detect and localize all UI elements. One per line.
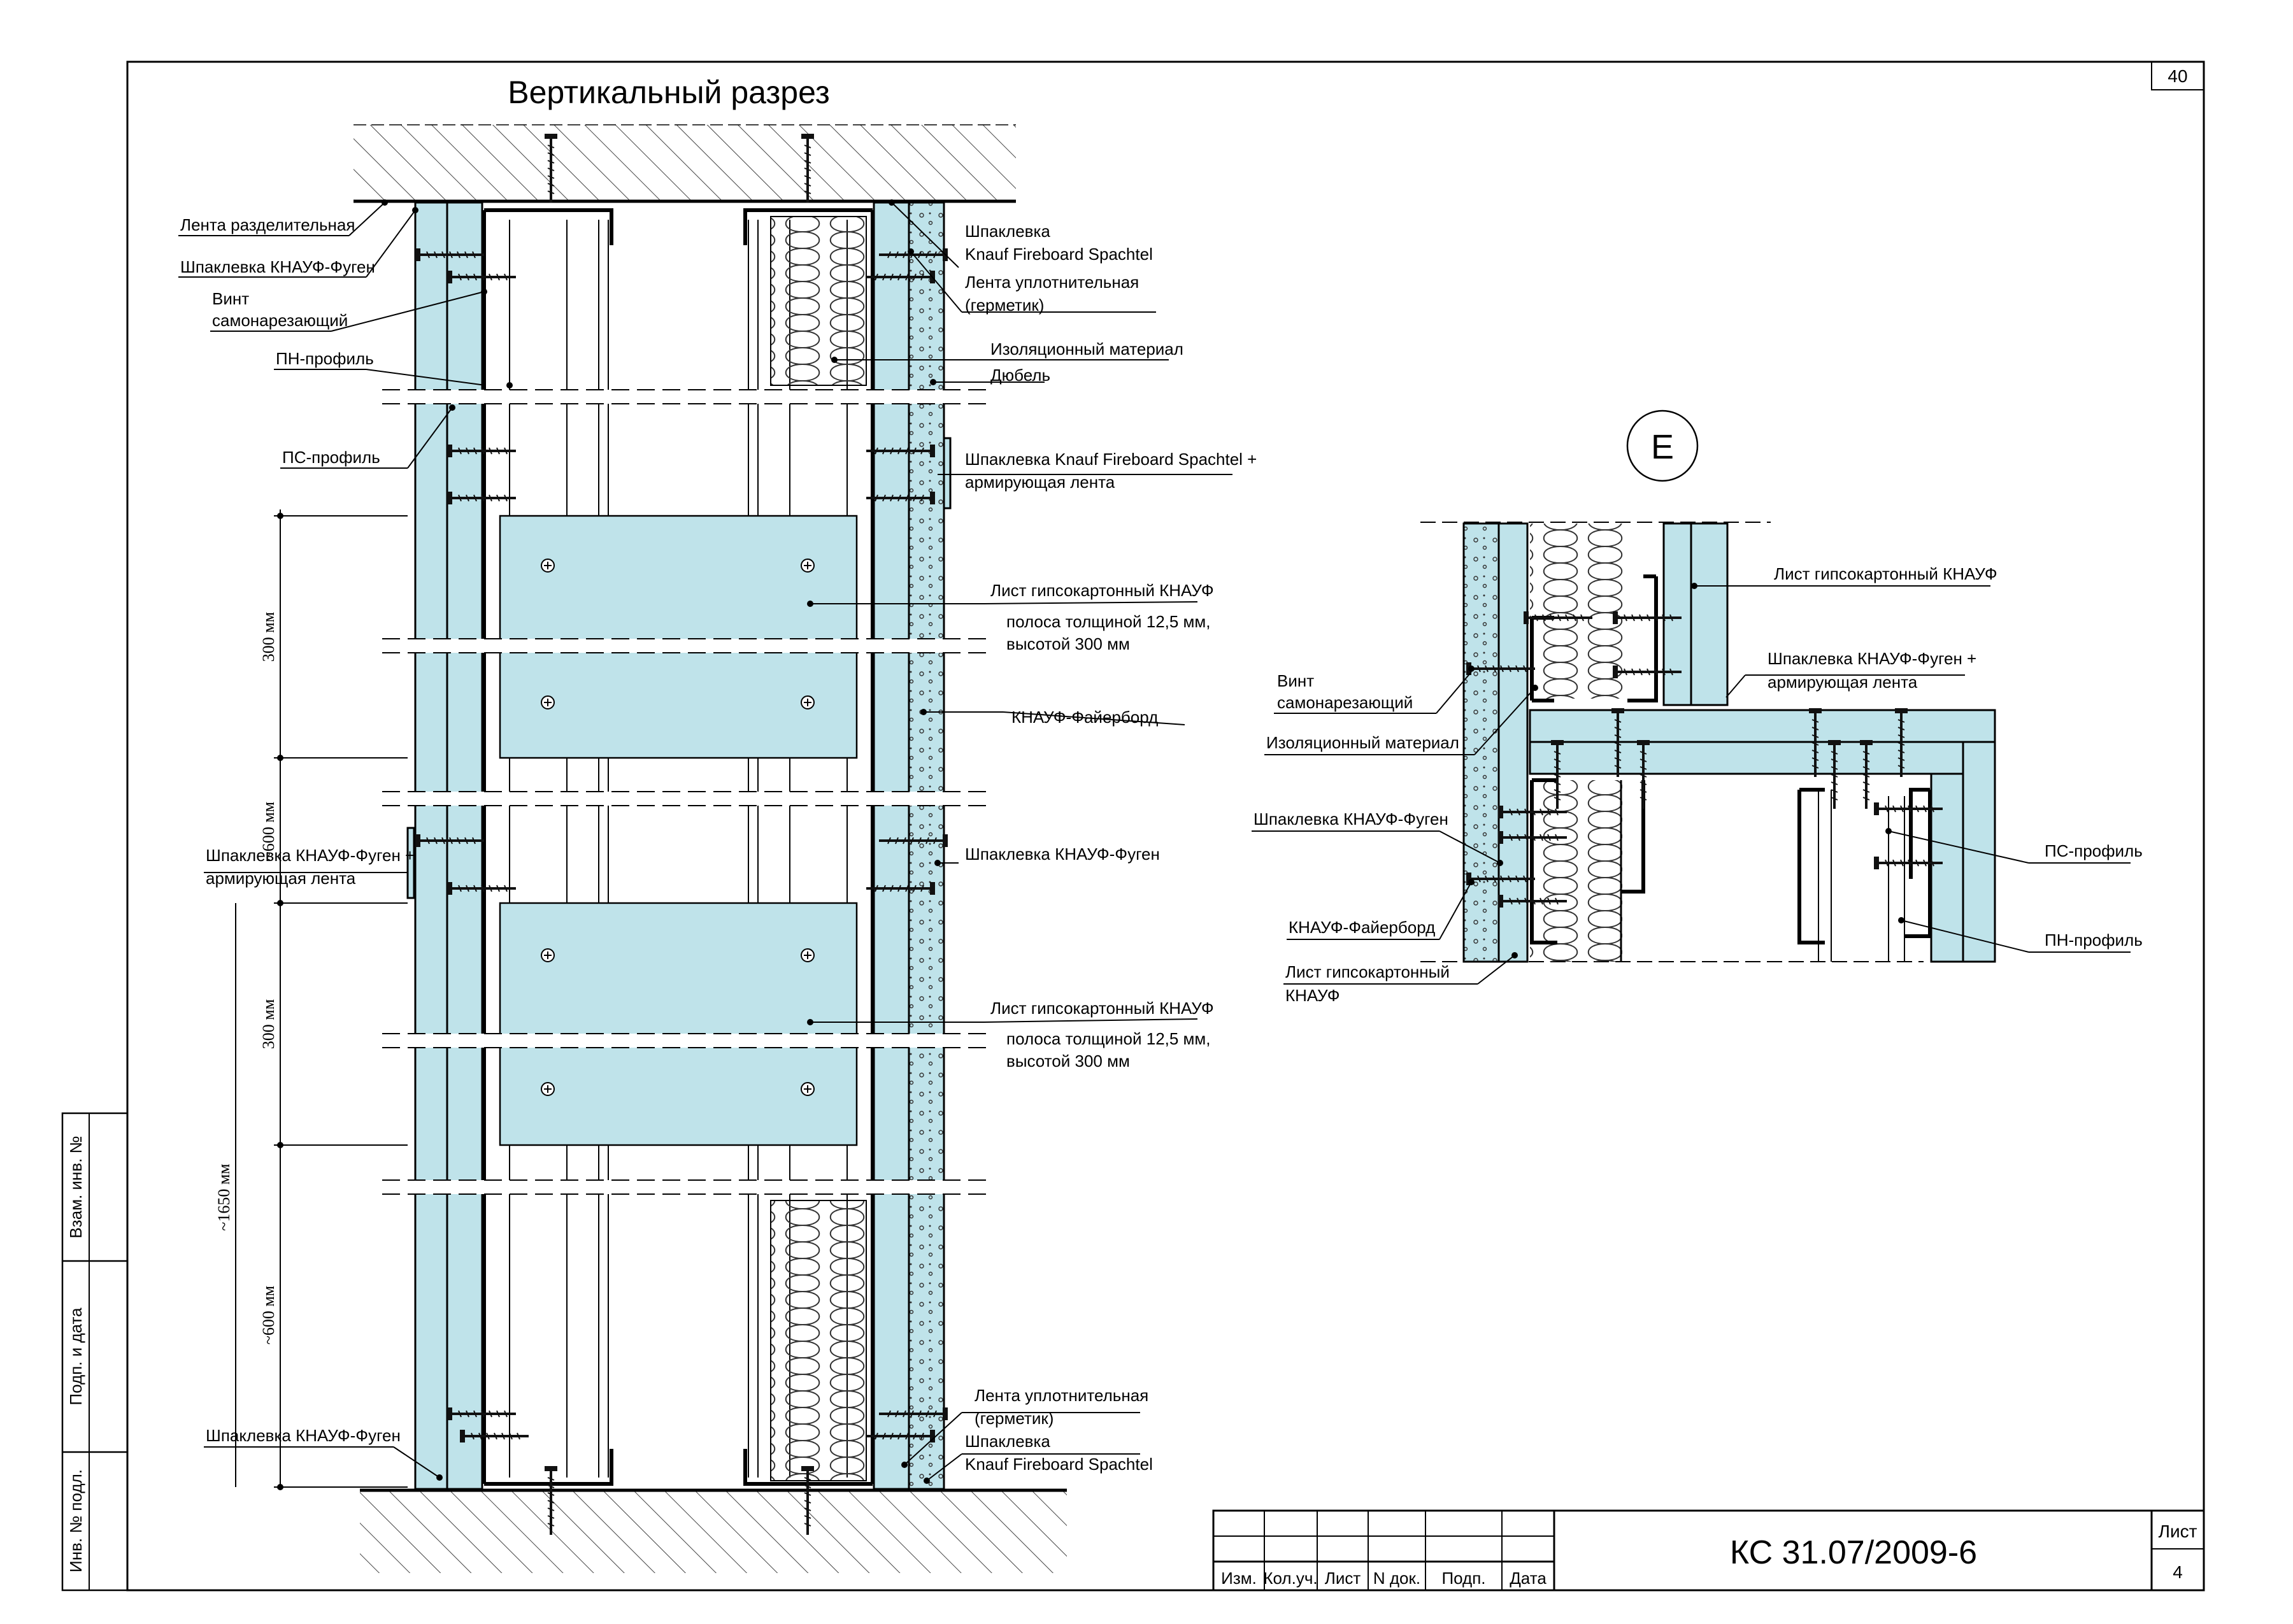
detail-label-screw-2: самонарезающий [1277,693,1413,712]
detail-label-fugen-tape-2: армирующая лента [1768,673,1918,692]
tb-col-koluch: Кол.уч. [1263,1569,1317,1588]
sheet-frame [126,61,2205,1592]
label-tape-separating: Лента разделительная [180,215,355,234]
right-board-stack [873,201,945,1490]
label-pn-profile: ПН-профиль [276,349,374,368]
label-dowel: Дюбель [990,366,1050,385]
ceiling-slab [354,125,1016,201]
detail-label-pn-profile: ПН-профиль [2045,930,2143,950]
detail-label-fireboard: КНАУФ-Файерборд [1289,918,1435,937]
label-seal-top-1: Лента уплотнительная [965,273,1139,292]
detail-e-drawing [1420,522,1996,963]
detail-label-gkl: Лист гипсокартонный КНАУФ [1774,564,1997,583]
label-seal-bottom-1: Лента уплотнительная [975,1386,1148,1405]
title-block [1212,1509,2205,1592]
label-fugen-tape-line1: Шпаклевка КНАУФ-Фуген + [206,846,415,865]
dim-1650: ~1650 мм [215,1164,233,1230]
label-gkl-strip-1: Лист гипсокартонный КНАУФ [990,581,1214,600]
left-board-stack [414,201,483,1490]
detail-label-fugen-tape-1: Шпаклевка КНАУФ-Фуген + [1768,649,1976,668]
label-ps-profile: ПС-профиль [282,448,380,467]
gkl-strip-lower [499,902,858,1146]
tb-col-data: Дата [1510,1569,1547,1588]
label-putty-fugen-bottom: Шпаклевка КНАУФ-Фуген [206,1426,401,1445]
stamp-inv-podl: Инв. № подл. [66,1469,85,1572]
sheet-number: 40 [2168,66,2187,86]
label-fugen-tape-line2: армирующая лента [206,869,356,888]
label-spachtel-tape-1: Шпаклевка Knauf Fireboard Spachtel + [965,450,1257,469]
label-putty-top-2: Knauf Fireboard Spachtel [965,245,1153,264]
tb-sheet-value: 4 [2173,1562,2183,1582]
label-putty-fugen-right: Шпаклевка КНАУФ-Фуген [965,844,1160,864]
dimension-lines [235,509,408,1490]
dim-600-lower: ~600 мм [259,1286,278,1344]
tb-col-ndok: N док. [1373,1569,1420,1588]
floor-slab [360,1490,1067,1573]
tb-sheet-label: Лист [2159,1521,2197,1541]
label-insulation: Изоляционный материал [990,339,1183,359]
label-screw-line2: самонарезающий [212,311,348,330]
detail-marker: Е [1651,428,1674,466]
detail-label-screw-1: Винт [1277,671,1314,690]
tb-col-list: Лист [1325,1569,1361,1588]
side-stamp [61,1112,129,1592]
label-seal-bottom-2: (герметик) [975,1409,1054,1428]
right-leaders [810,202,1232,1481]
dim-300-upper: 300 мм [259,612,278,662]
label-putty-top-1: Шпаклевка [965,222,1050,241]
left-leaders [178,202,486,1478]
detail-leader-dots [1468,583,1904,958]
label-strip-note-1a: полоса толщиной 12,5 мм, [1006,612,1211,631]
label-gkl-strip-2: Лист гипсокартонный КНАУФ [990,999,1214,1018]
dim-300-lower: 300 мм [259,999,278,1049]
label-strip-note-2a: полоса толщиной 12,5 мм, [1006,1029,1211,1048]
tb-col-izm: Изм. [1221,1569,1257,1588]
detail-label-ps-profile: ПС-профиль [2045,841,2143,860]
joint-tape-marks [406,437,952,899]
label-seal-top-2: (герметик) [965,296,1044,315]
left-leader-dots [382,199,513,1481]
stamp-vzam: Взам. инв. № [66,1136,85,1238]
break-lines [382,389,994,1195]
label-screw-line1: Винт [212,289,249,308]
gkl-strip-upper [499,515,858,759]
sheet-number-box [2151,61,2204,90]
right-leader-dots [807,199,941,1484]
label-strip-note-2b: высотой 300 мм [1006,1051,1130,1071]
detail-label-gkl2-2: КНАУФ [1285,986,1340,1005]
detail-label-fugen: Шпаклевка КНАУФ-Фуген [1254,809,1448,829]
section-title: Вертикальный разрез [508,75,830,110]
label-fireboard: КНАУФ-Файерборд [1011,708,1158,727]
label-putty-bottom-1: Шпаклевка [965,1432,1050,1451]
detail-label-gkl2-1: Лист гипсокартонный [1285,962,1450,981]
detail-label-insulation: Изоляционный материал [1266,733,1459,752]
label-spachtel-tape-2: армирующая лента [965,473,1115,492]
document-code: КС 31.07/2009-6 [1730,1534,1977,1571]
tb-col-podp: Подп. [1441,1569,1485,1588]
detail-leaders [1252,585,2131,985]
left-steel-profile [482,208,613,1486]
stamp-podp-data: Подп. и дата [66,1307,85,1406]
insulation-bottom [770,1200,867,1481]
insulation-top [770,216,867,386]
label-putty-bottom-2: Knauf Fireboard Spachtel [965,1455,1153,1474]
detail-marker-circle [1626,410,1699,482]
dim-600-upper: ~600 мм [259,802,278,860]
label-strip-note-1b: высотой 300 мм [1006,634,1130,653]
label-putty-fugen-top: Шпаклевка КНАУФ-Фуген [180,257,375,276]
